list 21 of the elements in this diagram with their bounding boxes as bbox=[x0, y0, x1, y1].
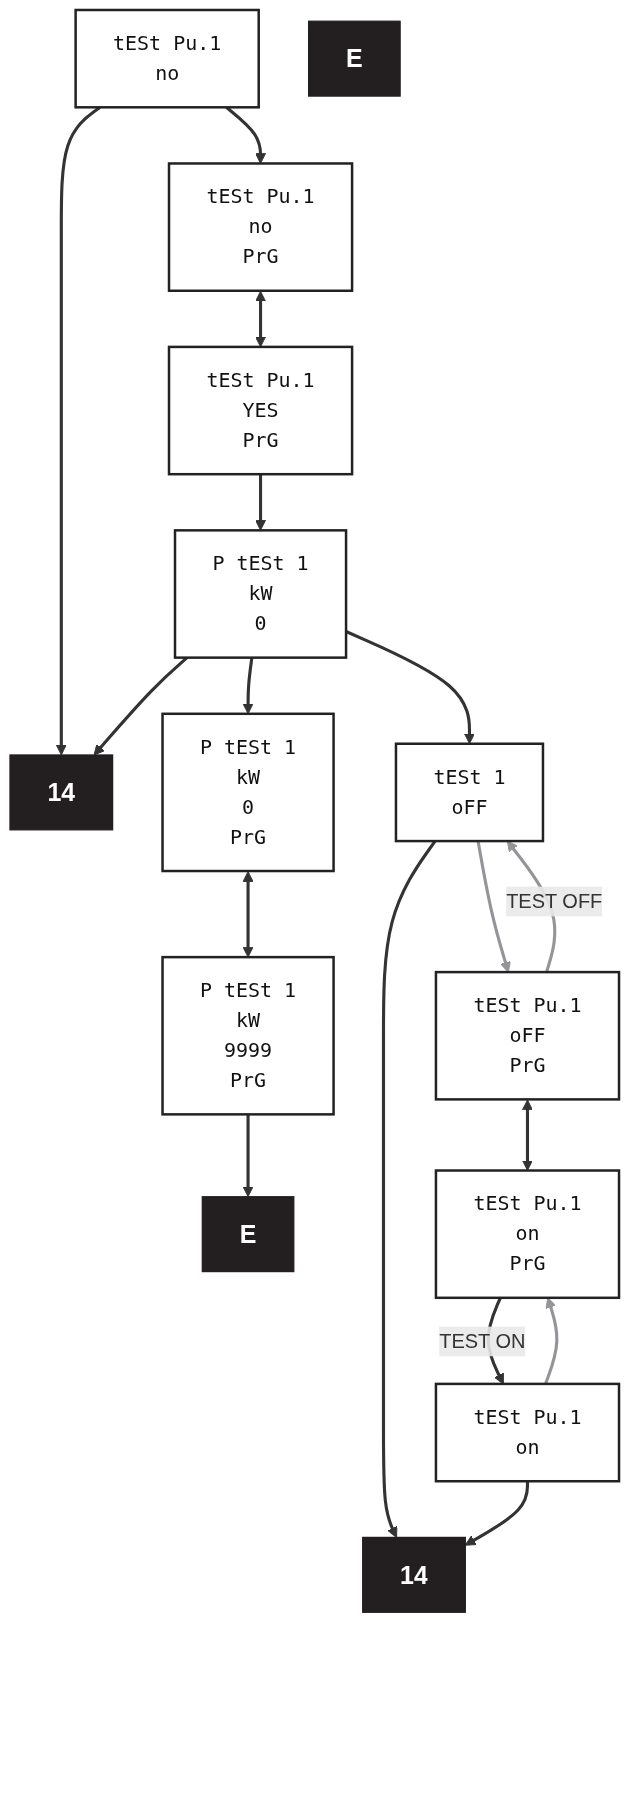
node-box bbox=[167, 162, 354, 292]
flow-diagram: TEST OFF TEST ON tESt Pu.1 no tESt Pu.1 no PrG tESt Pu.1 YES PrG 14 P tESt 1 kW 0 E P tESt 1 kW 0 PrG tESt 1 oFF P tESt 1 kW 9999 PrG E tESt Pu.1 oFF PrG tESt Pu.1 on PrG tESt Pu.1 on 14 bbox=[0, 0, 629, 1623]
arrow bbox=[255, 474, 267, 531]
node-box bbox=[434, 1169, 621, 1300]
node-box bbox=[362, 1536, 466, 1613]
node-box bbox=[9, 754, 114, 831]
node-box bbox=[308, 20, 401, 97]
node-box bbox=[434, 970, 621, 1101]
node-box bbox=[74, 8, 260, 109]
node-box bbox=[161, 955, 335, 1116]
node-box bbox=[173, 529, 348, 659]
node-box bbox=[161, 712, 335, 873]
arrow bbox=[242, 871, 254, 958]
node-box bbox=[167, 345, 354, 476]
node-box bbox=[394, 742, 545, 843]
edge-label: TEST OFF bbox=[506, 890, 603, 912]
arrow bbox=[522, 1099, 533, 1171]
arrow bbox=[242, 1114, 254, 1198]
node-box bbox=[201, 1196, 295, 1273]
edge-label: TEST ON bbox=[439, 1330, 526, 1352]
node-box bbox=[434, 1382, 621, 1483]
